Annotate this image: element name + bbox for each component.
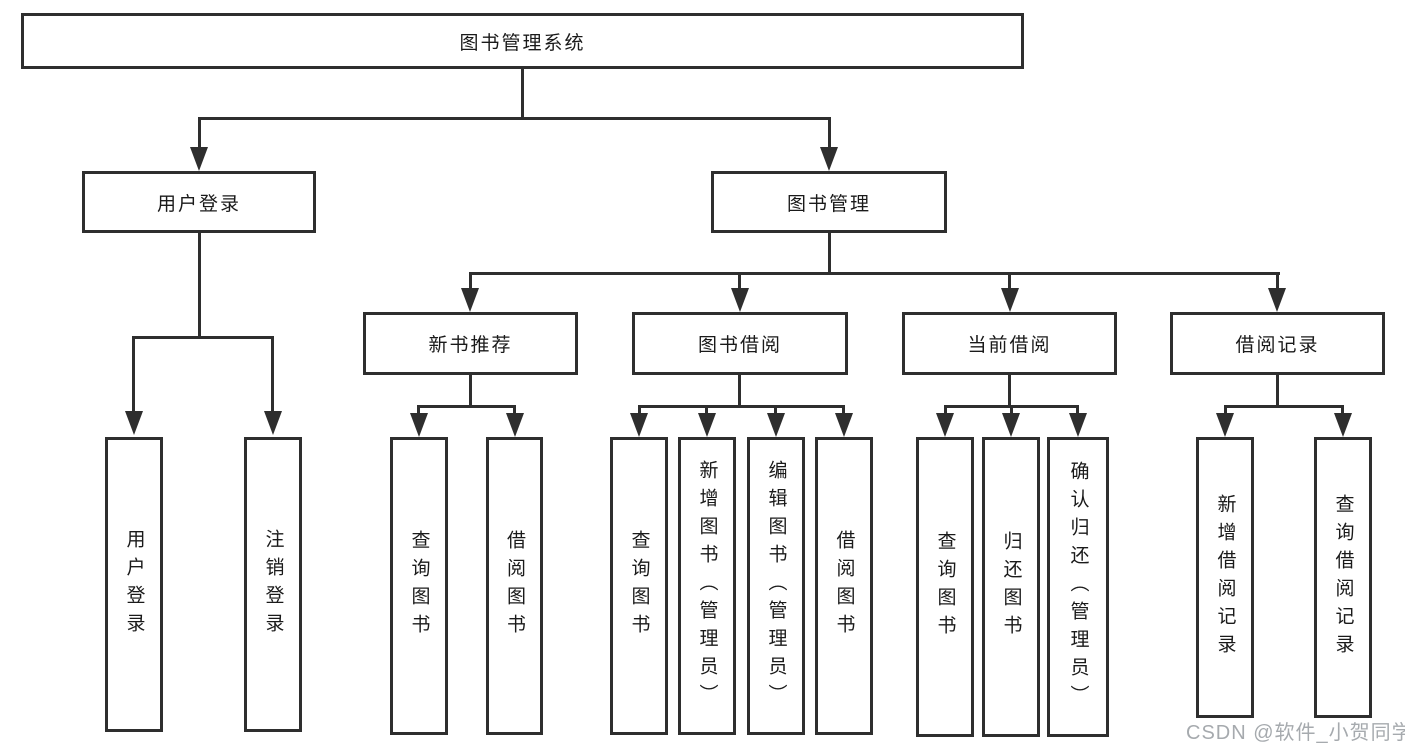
leaf-confirm-return-admin: 确认归还（管理员） [1047, 437, 1109, 737]
connector-user-login-stub [198, 233, 201, 336]
connector-borrowing-stub-4 [842, 408, 845, 415]
leaf-query-books-borrowing: 查询图书 [610, 437, 668, 735]
connector-level2-stub-1 [469, 275, 472, 291]
connector-records-stub [1276, 375, 1279, 405]
leaf-query-books-recommend: 查询图书 [390, 437, 448, 735]
node-book-management: 图书管理 [711, 171, 947, 233]
arrowhead-down-icon [1001, 288, 1019, 312]
arrowhead-down-icon [698, 413, 716, 437]
arrowhead-down-icon [767, 413, 785, 437]
arrowhead-down-icon [820, 147, 838, 171]
connector-level1-stub-left [198, 120, 201, 150]
arrowhead-down-icon [731, 288, 749, 312]
arrowhead-down-icon [264, 411, 282, 435]
connector-current-stub [1008, 375, 1011, 405]
arrowhead-down-icon [1069, 413, 1087, 437]
arrowhead-down-icon [835, 413, 853, 437]
connector-borrowing-stub [738, 375, 741, 405]
leaf-edit-book-admin: 编辑图书（管理员） [747, 437, 805, 735]
connector-current-stub-3 [1076, 408, 1079, 415]
connector-records-horizontal [1224, 405, 1344, 408]
arrowhead-down-icon [461, 288, 479, 312]
connector-borrowing-stub-3 [774, 408, 777, 415]
arrowhead-down-icon [190, 147, 208, 171]
connector-level2-stub-3 [1008, 275, 1011, 291]
arrowhead-down-icon [936, 413, 954, 437]
arrowhead-down-icon [1334, 413, 1352, 437]
connector-recommend-stub-1 [417, 408, 420, 415]
connector-borrowing-stub-2 [705, 408, 708, 415]
connector-records-stub-2 [1341, 408, 1344, 415]
arrowhead-down-icon [1216, 413, 1234, 437]
connector-user-login-horizontal [132, 336, 274, 339]
leaf-user-login: 用户登录 [105, 437, 163, 732]
node-user-login: 用户登录 [82, 171, 316, 233]
connector-level1-stub-right [828, 120, 831, 150]
arrowhead-down-icon [410, 413, 428, 437]
node-library-system-root: 图书管理系统 [21, 13, 1024, 69]
arrowhead-down-icon [506, 413, 524, 437]
connector-borrowing-stub-1 [638, 408, 641, 415]
arrowhead-down-icon [1268, 288, 1286, 312]
leaf-add-borrow-record: 新增借阅记录 [1196, 437, 1254, 718]
leaf-logout: 注销登录 [244, 437, 302, 732]
connector-user-login-stub-left [132, 339, 135, 413]
connector-level2-horizontal [469, 272, 1280, 275]
connector-recommend-stub-2 [513, 408, 516, 415]
connector-book-mgmt-stub [828, 233, 831, 272]
connector-level2-stub-4 [1276, 275, 1279, 291]
connector-level2-stub-2 [738, 275, 741, 291]
connector-recommend-stub [469, 375, 472, 405]
arrowhead-down-icon [125, 411, 143, 435]
connector-recommend-horizontal [417, 405, 516, 408]
connector-current-stub-1 [944, 408, 947, 415]
leaf-borrow-book-recommend: 借阅图书 [486, 437, 543, 735]
connector-root-stub [521, 69, 524, 117]
connector-level1-horizontal [198, 117, 831, 120]
node-book-borrowing: 图书借阅 [632, 312, 848, 375]
node-borrowing-records: 借阅记录 [1170, 312, 1385, 375]
watermark-csdn: CSDN @软件_小贺同学 [1186, 722, 1405, 744]
leaf-query-books-current: 查询图书 [916, 437, 974, 737]
leaf-return-book: 归还图书 [982, 437, 1040, 737]
leaf-query-borrow-record: 查询借阅记录 [1314, 437, 1372, 718]
connector-records-stub-1 [1224, 408, 1227, 415]
node-new-book-recommendation: 新书推荐 [363, 312, 578, 375]
connector-borrowing-horizontal [638, 405, 845, 408]
leaf-borrow-book-borrowing: 借阅图书 [815, 437, 873, 735]
connector-current-stub-2 [1010, 408, 1013, 415]
arrowhead-down-icon [630, 413, 648, 437]
arrowhead-down-icon [1002, 413, 1020, 437]
connector-current-horizontal [944, 405, 1079, 408]
node-current-borrowing: 当前借阅 [902, 312, 1117, 375]
leaf-add-book-admin: 新增图书（管理员） [678, 437, 736, 735]
connector-user-login-stub-right [271, 339, 274, 413]
